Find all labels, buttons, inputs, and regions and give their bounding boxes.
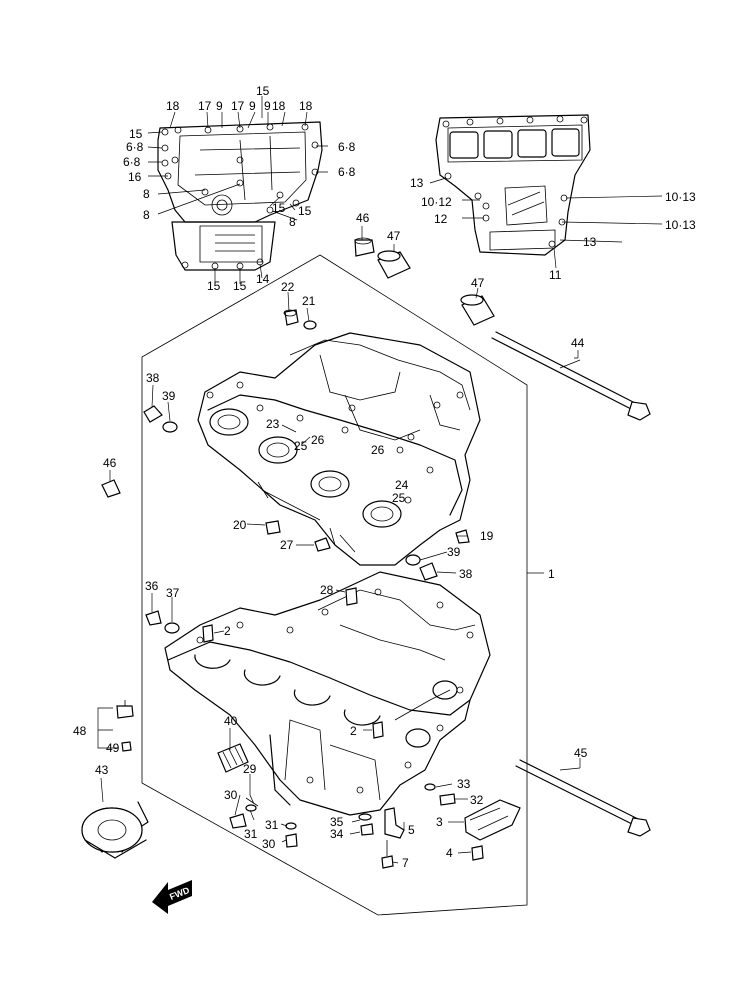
- callout: 34: [330, 827, 344, 841]
- upper-crankcase: [197, 332, 481, 566]
- callout: 43: [95, 763, 109, 777]
- callout: 46: [356, 211, 370, 225]
- callout: 30: [224, 788, 238, 802]
- callout: 47: [387, 229, 401, 243]
- callout: 33: [457, 777, 471, 791]
- callout: 35: [330, 815, 344, 829]
- callout: 4: [446, 846, 453, 860]
- callout: 3: [436, 815, 443, 829]
- callout: 6·8: [126, 140, 144, 154]
- callout: 9: [264, 99, 271, 113]
- callout: 18: [166, 99, 180, 113]
- callout: 14: [256, 272, 270, 286]
- loose-parts: [81, 237, 651, 869]
- callout: 17: [231, 99, 245, 113]
- assembly-outline: [141, 254, 528, 916]
- callout: 46: [103, 456, 117, 470]
- callout: 32: [470, 793, 484, 807]
- callout: 39: [447, 545, 461, 559]
- callout: 7: [402, 856, 409, 870]
- callout: 37: [166, 586, 180, 600]
- callout: 15: [272, 201, 286, 215]
- callout: 47: [471, 276, 485, 290]
- callout: 2: [224, 624, 231, 638]
- callout: 48: [73, 724, 87, 738]
- callout: 44: [571, 336, 585, 350]
- inset-right-crankcase: [429, 114, 663, 269]
- callout: 5: [408, 823, 415, 837]
- callout: 18: [299, 99, 313, 113]
- callout: 10·12: [421, 195, 452, 209]
- callout: 20: [233, 518, 247, 532]
- callout: 2: [350, 724, 357, 738]
- callout: 22: [281, 280, 295, 294]
- callout: 9: [249, 99, 256, 113]
- callout: 23: [266, 417, 280, 431]
- callout: 13: [583, 235, 597, 249]
- callout: 45: [574, 746, 588, 760]
- callout: 13: [410, 176, 424, 190]
- callout-labels: 15 18 17 9 17 9 9 18 18 15 6·8 6·8 16 6·…: [73, 84, 696, 870]
- callout: 15: [298, 204, 312, 218]
- callout: 16: [128, 170, 142, 184]
- callout: 18: [272, 99, 286, 113]
- callout: 38: [146, 371, 160, 385]
- callout: 15: [207, 279, 221, 293]
- callout: 38: [459, 567, 473, 581]
- oil-filter: [81, 801, 149, 859]
- callout: 26: [371, 443, 385, 457]
- callout: 39: [162, 389, 176, 403]
- callout: 8: [289, 215, 296, 229]
- callout: 24: [395, 478, 409, 492]
- callout: 9: [216, 99, 223, 113]
- callout: 27: [280, 538, 294, 552]
- callout: 11: [549, 268, 562, 282]
- callout: 6·8: [338, 140, 356, 154]
- callout: 49: [106, 741, 120, 755]
- callout: 6·8: [123, 155, 141, 169]
- callout: 25: [392, 491, 406, 505]
- callout: 21: [302, 294, 316, 308]
- inset-left-crankcase: [147, 96, 328, 284]
- callout: 10·13: [665, 218, 696, 232]
- callout: 31: [265, 818, 279, 832]
- callout: 19: [480, 529, 494, 543]
- fwd-arrow: FWD: [152, 880, 192, 914]
- callout: 25: [294, 439, 308, 453]
- callout: 29: [243, 762, 257, 776]
- callout: 40: [224, 714, 238, 728]
- callout: 30: [262, 837, 276, 851]
- callout: 15: [129, 127, 143, 141]
- callout: 1: [548, 567, 555, 581]
- callout: 17: [198, 99, 212, 113]
- callout: 28: [320, 583, 334, 597]
- callout: 12: [434, 212, 448, 226]
- callout: 26: [311, 433, 325, 447]
- callout: 15: [256, 84, 270, 98]
- callout: 8: [143, 187, 150, 201]
- callout: 31: [244, 827, 258, 841]
- callout: 6·8: [338, 165, 356, 179]
- leader-lines: [97, 226, 581, 864]
- lower-crankcase: [164, 571, 491, 816]
- callout: 36: [145, 579, 159, 593]
- callout: 15: [233, 279, 247, 293]
- callout: 8: [143, 208, 150, 222]
- callout: 10·13: [665, 190, 696, 204]
